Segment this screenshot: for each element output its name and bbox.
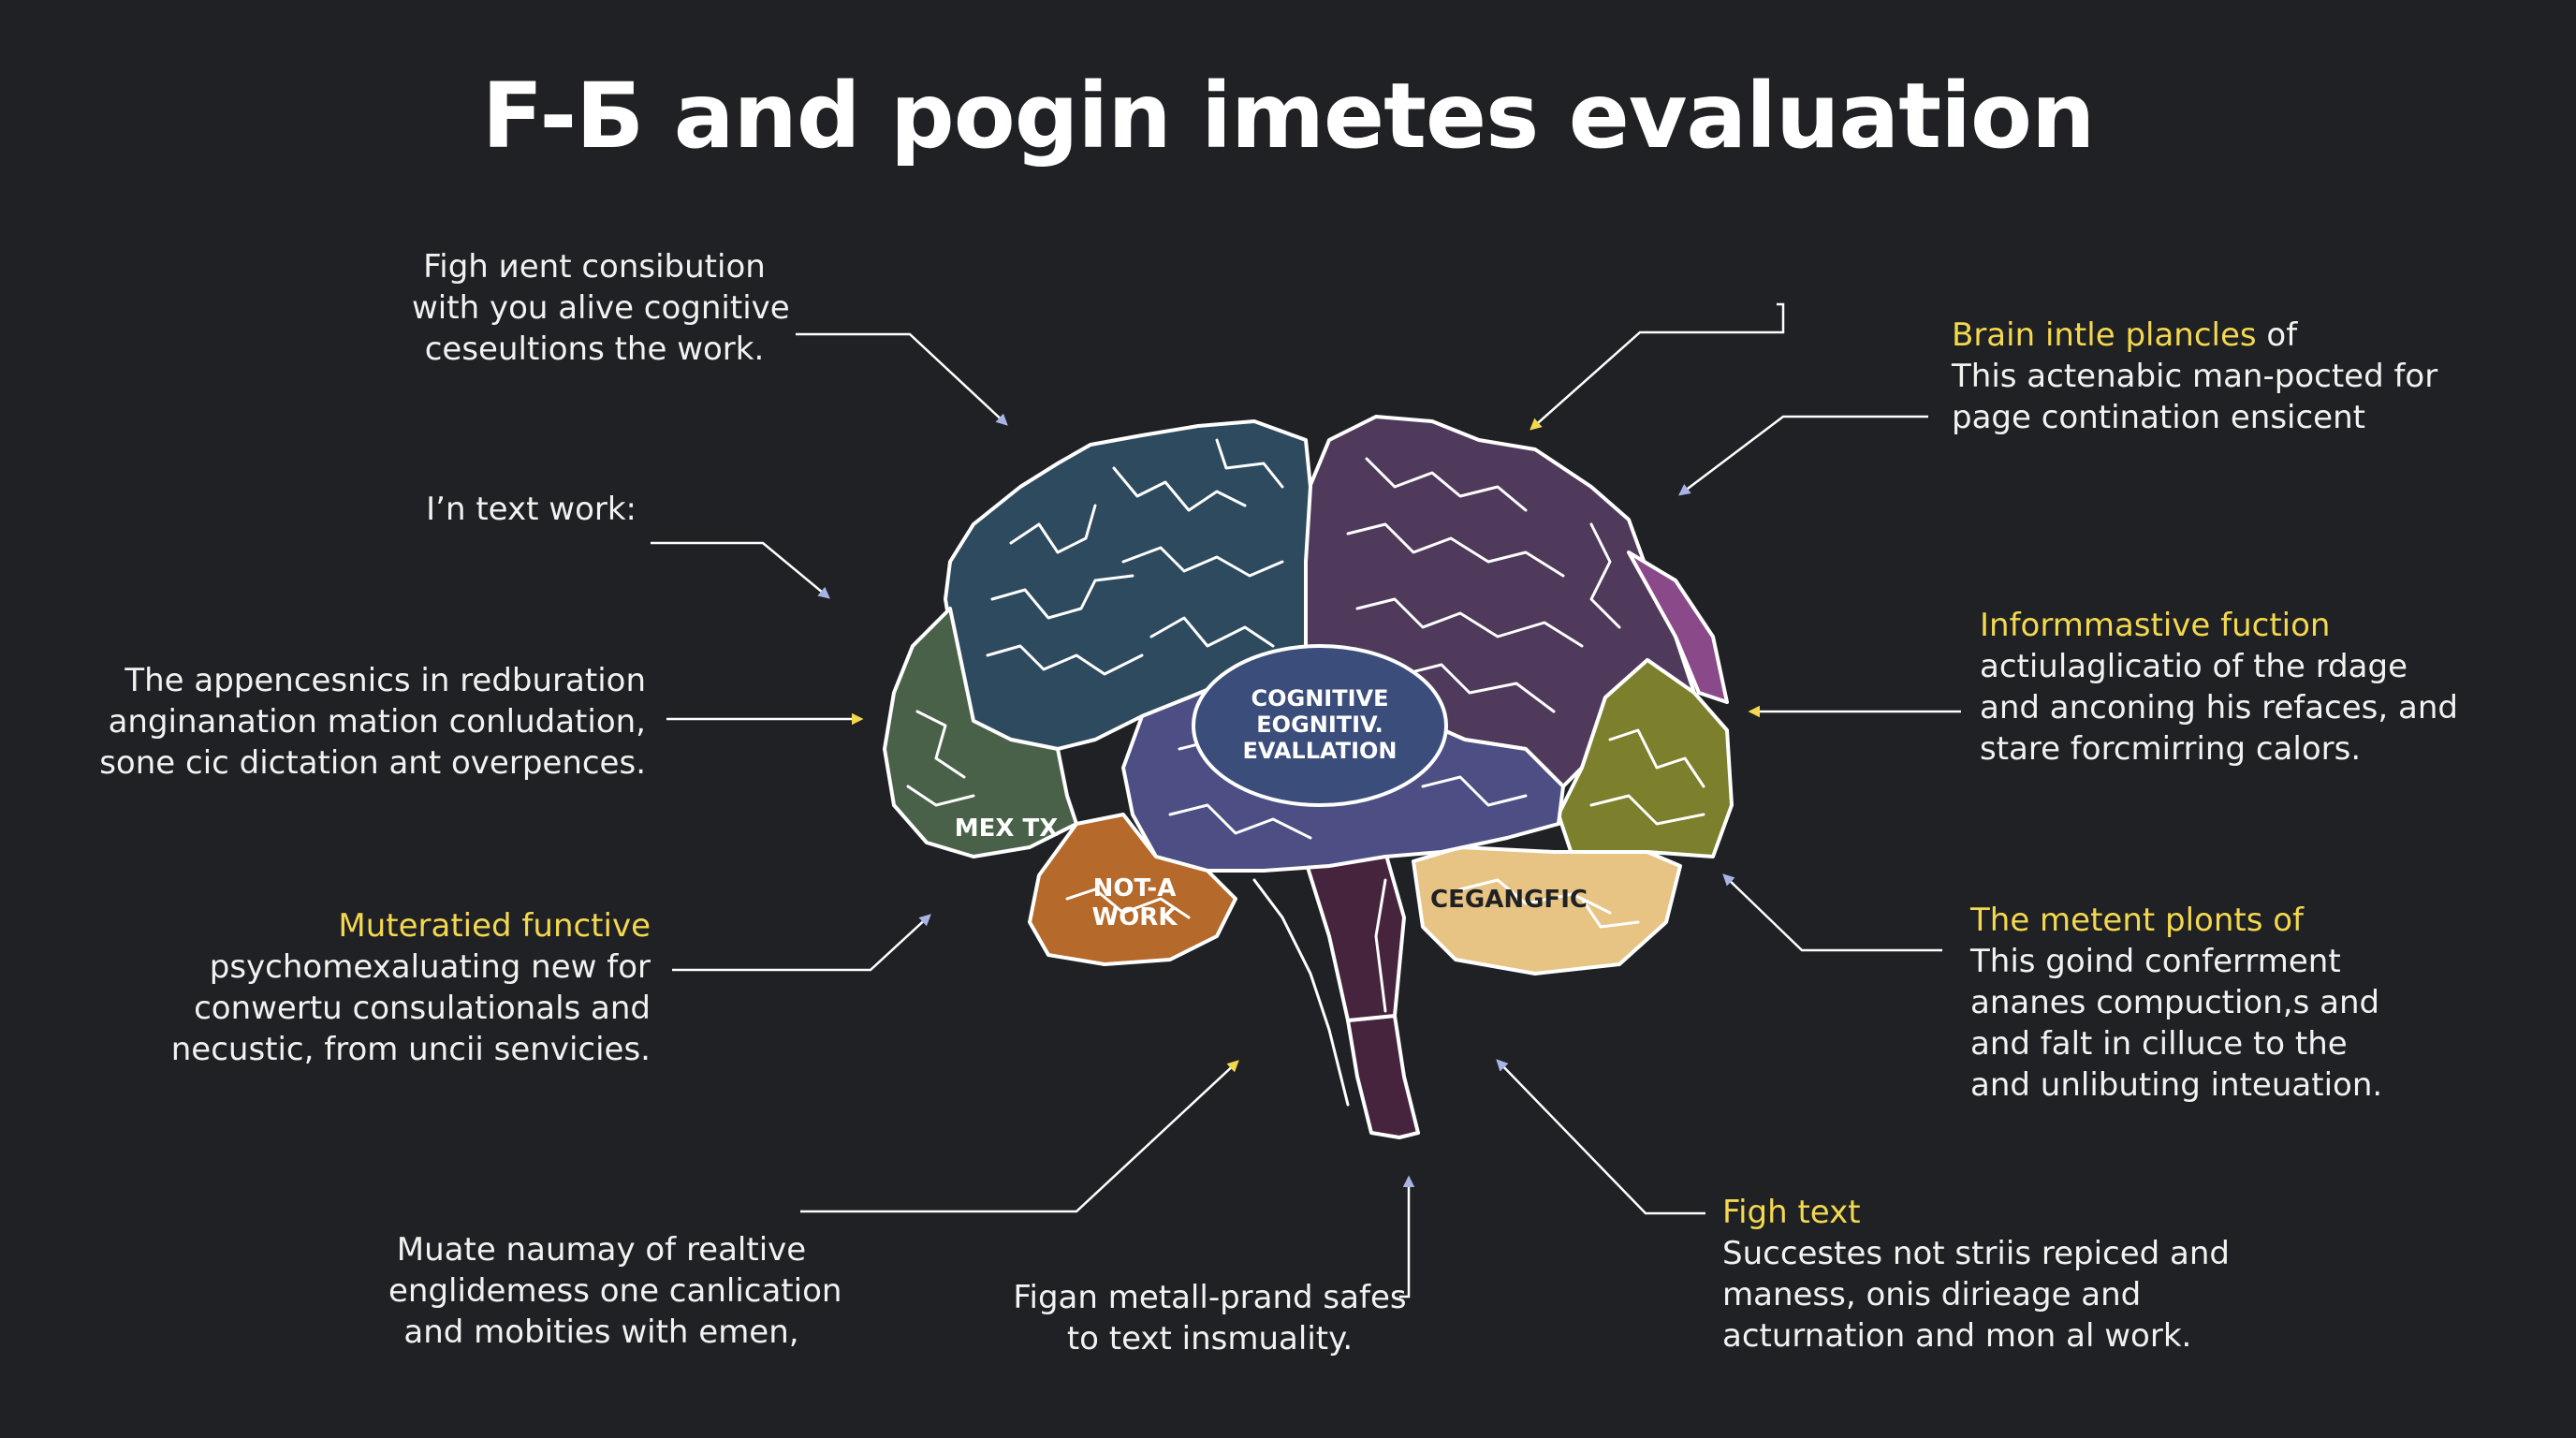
green-lobe [883,607,1078,858]
annotation-bottom-right-line-1: Succestes not striis repiced and [1722,1235,2230,1272]
orange-lobe [1028,813,1237,966]
annotation-bottom-left-line-2: englidemess one canlication [388,1272,842,1310]
connector-top-right-2 [1678,415,1928,496]
annotation-bottom-left-line-1: Muate naumay of realtive [396,1231,807,1269]
annotation-lower-left-line-3: necustic, from uncii senvicies. [170,1031,651,1068]
annotation-left: The appencesnics in redburation anginana… [94,660,646,784]
connector-lower-left [672,914,931,972]
region-label-not-2: WORK [1092,903,1178,932]
magenta-strip [1627,550,1729,704]
annotation-bottom-center: Figan metall-prand safes to text insmual… [1011,1277,1409,1359]
annotation-lower-right: The metent plonts of This goind conferrm… [1970,900,2495,1106]
annotation-lower-right-line-2: ananes compuction,s and [1970,984,2380,1021]
annotation-top-left-line-2: with you alive cognitive [412,289,790,327]
center-label-2: EOGNITIV. [1256,712,1383,738]
stem-upper [1304,850,1406,1022]
annotation-top-right-heading: Brain intle plancles [1952,316,2257,354]
annotation-top-right: Brain intle plancles of This actenabic m… [1952,315,2476,438]
annotation-left-line-3: sone cic dictation ant overpences. [99,744,646,782]
connector-top-right-1 [1530,302,1785,431]
annotation-lower-right-line-3: and falt in cilluce to the [1970,1025,2348,1063]
annotation-lower-left-line-1: psychomexaluating new for [209,948,651,986]
region-label-not-1: NOT-A [1093,874,1177,902]
annotation-top-left-line-3: ceseultions the work. [424,330,765,368]
connector-top-left [796,332,1008,426]
region-label-mex: MEX TX [955,814,1059,843]
annotation-top-left: Figh иent consibution with you alive cog… [412,246,790,370]
annotation-top-right-heading-tail: of [2256,316,2298,354]
annotation-top-right-line-2: page contination ensicent [1952,399,2365,436]
olive-lobe [1557,658,1734,858]
center-label-3: EVALLATION [1243,738,1398,764]
annotation-mid-right-line-2: and anconing his refaces, and [1980,689,2458,726]
region-label-cegangfic: CEGANGFIC [1430,886,1588,914]
center-oval [1192,644,1448,807]
annotation-lower-right-heading: The metent plonts of [1970,902,2305,939]
connector-mid-left [651,541,830,599]
stem-lower [1346,1014,1420,1139]
annotation-mid-right-line-1: actiulaglicatio of the rdage [1980,648,2408,685]
annotation-bottom-right-heading: Figh text [1722,1194,1861,1231]
annotation-bottom-left: Muate naumay of realtive englidemess one… [388,1229,842,1353]
annotation-mid-right-line-3: stare forcmirring calors. [1980,730,2362,768]
annotation-bottom-right: Figh text Succestes not striis repiced a… [1722,1192,2247,1357]
page-title: F-Б and pogin imetes evaluation [481,64,2096,169]
annotation-lower-right-line-1: This goind conferrment [1970,943,2341,980]
annotation-mid-right-heading: Informmastive fuction [1980,607,2331,644]
center-label-1: COGNITIVE [1251,685,1389,712]
annotation-bottom-center-line-1: Figan metall-prand safes [1013,1279,1407,1316]
annotation-bottom-center-line-2: to text insmuality. [1066,1320,1354,1357]
annotation-top-left-line-1: Figh иent consibution [423,248,766,286]
annotation-left-line-2: anginanation mation conludation, [108,703,646,741]
brain [883,415,1734,1139]
annotation-lower-left-heading: Muteratied functive [338,907,651,945]
connector-lower-right [1722,873,1942,952]
brain-gyri [906,438,1705,1107]
annotation-bottom-left-line-3: and mobities with emen, [403,1313,799,1351]
connector-bottom-left [800,1060,1239,1213]
annotation-lower-right-line-4: and unlibuting inteuation. [1970,1066,2383,1104]
annotation-lower-left-line-2: conwertu consulationals and [194,990,651,1027]
annotation-left-line-1: The appencesnics in redburation [124,662,646,699]
annotation-mid-left-line-1: I’n text work: [426,491,637,528]
temporal-tan [1412,845,1682,976]
annotation-mid-left: I’n text work: [356,489,637,530]
annotation-bottom-right-line-3: acturnation and mon al work. [1722,1317,2192,1355]
annotation-top-right-line-1: This actenabic man-pocted for [1952,358,2438,395]
annotation-mid-right: Informmastive fuction actiulaglicatio of… [1980,605,2523,770]
connector-bottom-center [1399,1175,1415,1299]
annotation-lower-left: Muteratied functive psychomexaluating ne… [140,905,651,1070]
connector-bottom-right [1496,1059,1705,1215]
annotation-bottom-right-line-2: maness, onis dirieage and [1722,1276,2142,1313]
connectors [651,302,1961,1299]
